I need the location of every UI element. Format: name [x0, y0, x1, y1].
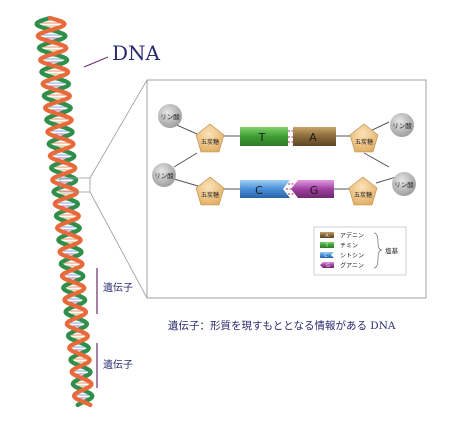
- dna-label-pointer: [83, 56, 109, 68]
- base-legend: A アデニン T チミン C シトシン G グアニン 塩基: [313, 226, 407, 276]
- callout-line-top: [89, 79, 148, 179]
- phosphate: [158, 104, 182, 128]
- phosphate: [392, 172, 416, 196]
- legend-swatch-guanine: [320, 262, 334, 268]
- base-letter-G: G: [310, 184, 319, 197]
- sugar-label: 五炭糖: [355, 138, 373, 146]
- sugar-label: 五炭糖: [201, 138, 219, 146]
- legend-name-guanine: グアニン: [340, 262, 364, 270]
- base-pair-row-1: リン酸 リン酸 五炭糖 五炭糖 T A: [158, 104, 414, 168]
- legend-letter-C: C: [324, 253, 327, 259]
- phosphate-label: リン酸: [392, 121, 412, 130]
- legend-brace: [373, 232, 383, 269]
- pentose-sugar: [195, 176, 225, 206]
- base-letter-C: C: [255, 184, 263, 197]
- legend-letter-G: G: [326, 263, 330, 269]
- legend-swatch-cytosine: [320, 252, 334, 258]
- phosphate: [390, 113, 414, 137]
- base-letter-A: A: [309, 131, 317, 144]
- pentose-sugar: [349, 123, 379, 153]
- gene-label-1: 遺伝子: [103, 281, 133, 294]
- legend-letter-T: T: [325, 243, 329, 249]
- pentose-sugar: [348, 176, 378, 206]
- legend-name-thymine: チミン: [340, 243, 358, 250]
- legend-name-adenine: アデニン: [340, 232, 364, 240]
- legend-swatch-thymine: [320, 242, 334, 248]
- base-cytosine: [240, 180, 290, 198]
- callout-line-bottom: [89, 191, 148, 299]
- legend-swatch-adenine: [320, 232, 334, 238]
- pentose-sugar: [195, 123, 225, 153]
- sugar-label: 五炭糖: [201, 191, 219, 199]
- helix-strand-green: [34, 15, 95, 408]
- phosphate: [152, 163, 176, 187]
- base-adenine: [293, 127, 336, 146]
- bond-line: [375, 176, 397, 184]
- dna-label: DNA: [112, 41, 161, 65]
- base-letter-T: T: [258, 131, 266, 144]
- legend-name-cytosine: シトシン: [340, 253, 364, 260]
- base-guanine: [291, 180, 334, 198]
- phosphate-label: リン酸: [154, 171, 174, 180]
- zoom-source-box: [59, 177, 91, 193]
- gene-label-2: 遺伝子: [103, 358, 133, 371]
- bond-line: [173, 178, 199, 187]
- base-thymine: [240, 127, 288, 146]
- caption: 遺伝子：形質を現すもととなる情報がある DNA: [168, 319, 396, 332]
- legend-group-label: 塩基: [385, 246, 399, 255]
- phosphate-label: リン酸: [394, 180, 414, 189]
- bond-line: [363, 152, 390, 168]
- helix-strand-orange: [35, 15, 94, 408]
- dna-double-helix: [34, 15, 95, 408]
- legend-letter-A: A: [325, 233, 329, 239]
- base-pair-row-2: リン酸 リン酸 五炭糖 五炭糖 C G: [152, 163, 416, 206]
- bond-line: [173, 152, 198, 168]
- sugar-label: 五炭糖: [354, 191, 372, 199]
- phosphate-label: リン酸: [160, 112, 180, 121]
